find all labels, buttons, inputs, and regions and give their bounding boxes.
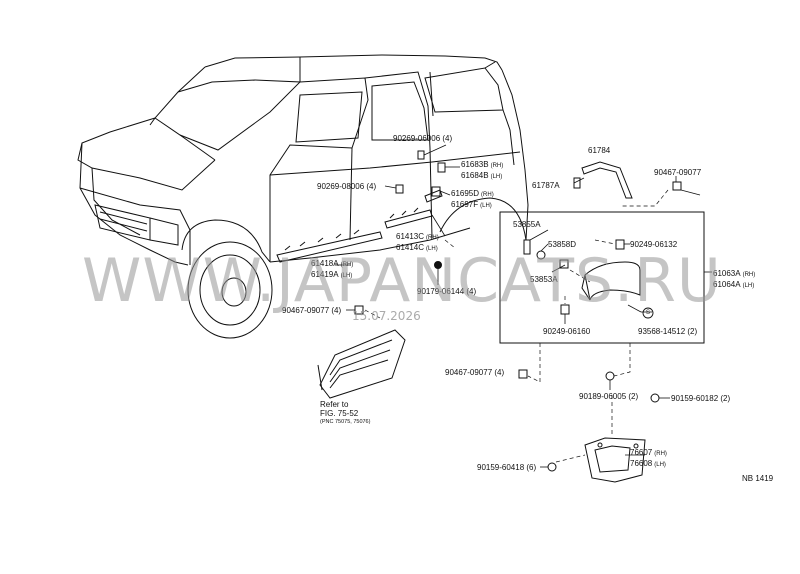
part-61697f-side: (LH)	[480, 203, 492, 209]
part-76608-side: (LH)	[654, 462, 666, 468]
refer-note: Refer to FIG. 75-52 (PNC 75075, 75076)	[320, 400, 370, 427]
part-61695d: 61695D	[451, 189, 480, 198]
part-76608: 76608	[630, 459, 653, 468]
label-90159-60418: 90159-60418 (6)	[477, 463, 537, 472]
part-61418a-side: (RH)	[340, 262, 354, 268]
label-61784: 61784	[588, 146, 611, 155]
part-61684b-side: (LH)	[490, 174, 503, 180]
side-protector	[318, 330, 405, 398]
mudguard	[585, 438, 645, 482]
sheet-number: NB 1419	[742, 474, 774, 483]
label-90159-60182: 90159-60182 (2)	[671, 394, 731, 403]
label-61695d-61697f: 61695D(RH) 61697F(LH)	[451, 189, 494, 211]
refer-note-line2: FIG. 75-52	[320, 409, 359, 418]
label-61683b-61684b: 61683B(RH) 61684B(LH)	[461, 160, 503, 182]
label-90179-06144: 90179-06144 (4)	[417, 287, 477, 296]
label-90467-09077-b: 90467-09077	[654, 168, 702, 177]
label-90467-09077-a: 90467-09077 (4)	[282, 306, 342, 315]
label-61063a-61064a: 61063A(RH) 61064A(LH)	[713, 269, 755, 291]
s-mark: S	[645, 310, 650, 316]
part-61683b: 61683B	[461, 160, 489, 169]
part-61063a: 61063A	[713, 269, 741, 278]
part-61414c-side: (LH)	[426, 246, 438, 252]
label-61787a: 61787A	[532, 181, 560, 190]
label-76607-76608: 76607(RH) 76608(LH)	[630, 448, 667, 470]
label-53858d: 53858D	[548, 240, 577, 249]
vehicle-body	[78, 55, 528, 338]
watermark-text: WWW.JAPANCATS.RU	[82, 246, 722, 316]
label-90467-09077-c: 90467-09077 (4)	[445, 368, 505, 377]
part-61697f: 61697F	[451, 200, 479, 209]
refer-note-line1: Refer to	[320, 400, 349, 409]
label-53855a: 53855A	[513, 220, 541, 229]
part-76607: 76607	[630, 448, 653, 457]
part-61414c: 61414C	[396, 243, 425, 252]
label-90249-06132: 90249-06132	[630, 240, 678, 249]
refer-note-pnc: (PNC 75075, 75076)	[320, 419, 371, 425]
part-61683b-side: (RH)	[490, 163, 504, 169]
part-61413c: 61413C	[396, 232, 425, 241]
part-61064a: 61064A	[713, 280, 741, 289]
wheel-arch-flare	[582, 262, 640, 300]
part-61413c-side: (RH)	[426, 235, 439, 241]
part-61418a: 61418A	[311, 259, 339, 268]
label-90189-06005: 90189-06005 (2)	[579, 392, 639, 401]
door-clips	[396, 151, 445, 196]
part-61419a: 61419A	[311, 270, 339, 279]
label-90269-06006: 90269-06006 (4)	[393, 134, 453, 143]
part-61064a-side: (LH)	[742, 283, 755, 289]
part-61063a-side: (RH)	[742, 272, 756, 278]
label-93568-14512: 93568-14512 (2)	[638, 327, 698, 336]
rocker-moulding	[277, 190, 442, 262]
watermark-date: 15.07.2026	[352, 309, 421, 323]
label-90249-06160: 90249-06160	[543, 327, 591, 336]
label-90269-08006: 90269-08006 (4)	[317, 182, 377, 191]
label-61413c-61414c: 61413C(RH) 61414C(LH)	[396, 232, 439, 254]
label-53853a: 53853A	[530, 275, 558, 284]
part-61419a-side: (LH)	[340, 273, 353, 279]
part-61684b: 61684B	[461, 171, 489, 180]
part-76607-side: (RH)	[654, 451, 667, 457]
label-61418a-61419a: 61418A(RH) 61419A(LH)	[311, 259, 353, 281]
arch-moulding	[574, 162, 632, 198]
dashed-guides	[365, 190, 668, 462]
part-61695d-side: (RH)	[481, 192, 494, 198]
